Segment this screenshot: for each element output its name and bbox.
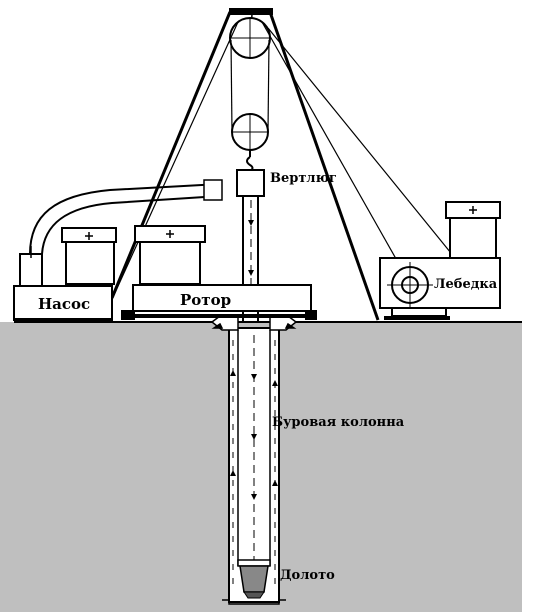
bit-label: Долото	[280, 568, 335, 583]
wire-lines	[113, 21, 456, 296]
swivel-label: Вертлюг	[270, 171, 337, 186]
pump	[13, 246, 113, 322]
pump-motor	[61, 227, 117, 285]
crown-sheave	[229, 17, 271, 59]
rotor-motor	[134, 225, 206, 285]
hook-icon	[246, 150, 254, 172]
crown-block	[229, 8, 273, 15]
winch-label: Лебедка	[434, 277, 498, 292]
swivel	[236, 169, 265, 197]
drill-string-label: Буровая колонна	[272, 415, 405, 430]
mud-hose	[29, 179, 223, 255]
rotor	[121, 284, 317, 320]
drill-bit	[237, 559, 271, 599]
flow-arrows	[230, 220, 278, 500]
winch-motor	[445, 201, 501, 259]
winch	[379, 257, 501, 320]
travelling-block	[231, 113, 269, 151]
rotor-label: Ротор	[180, 291, 231, 309]
pump-label: Насос	[38, 295, 90, 313]
